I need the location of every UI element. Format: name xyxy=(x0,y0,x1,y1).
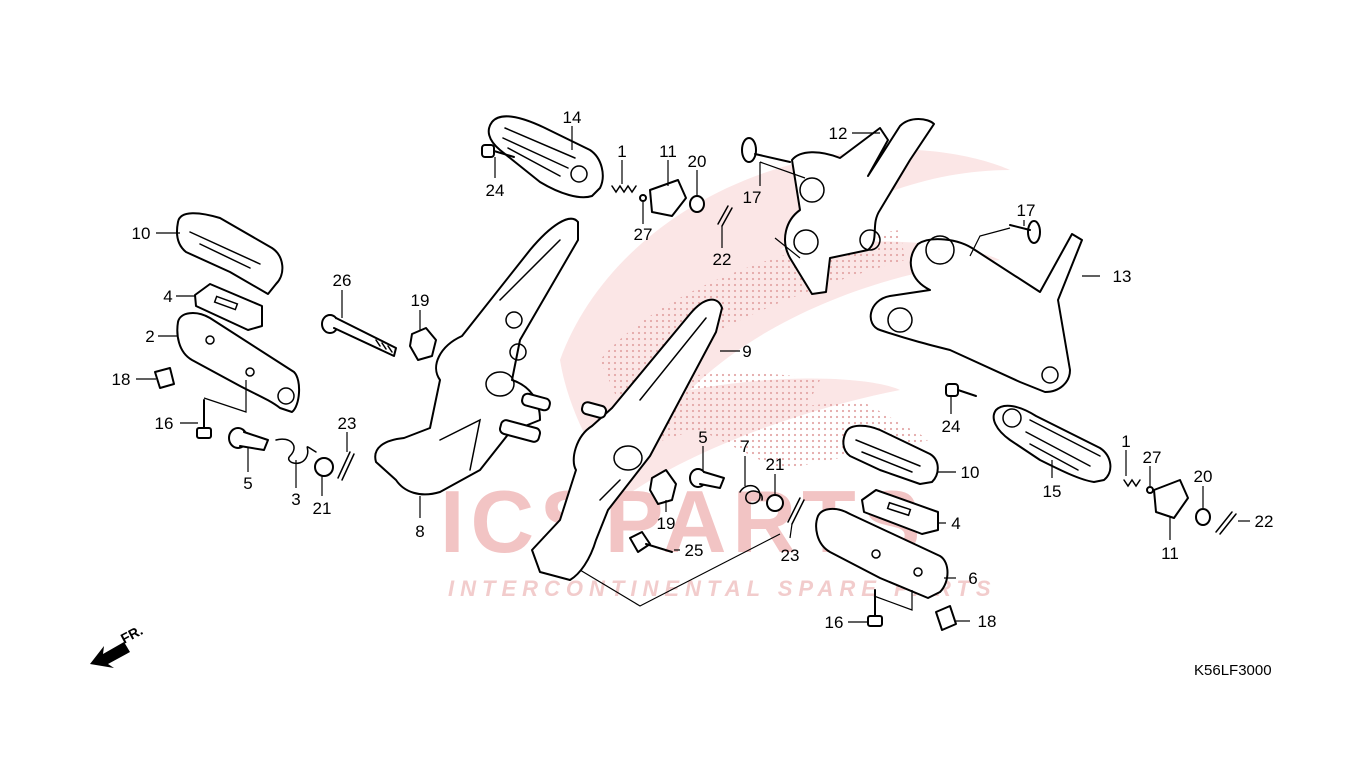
part-4-plate-right[interactable] xyxy=(861,489,939,535)
part-24-pin-upper[interactable] xyxy=(481,144,515,158)
callout-21-right[interactable]: 21 xyxy=(766,455,785,474)
callout-25[interactable]: 25 xyxy=(685,541,704,560)
callout-11-lower[interactable]: 11 xyxy=(1161,544,1179,563)
callout-17-upper[interactable]: 17 xyxy=(743,188,762,207)
part-23-cotter-pin-right[interactable] xyxy=(787,497,805,525)
part-1-spring-upper[interactable] xyxy=(611,184,637,194)
part-22-cotter-pin-lower[interactable] xyxy=(1215,511,1237,535)
callout-5-left[interactable]: 5 xyxy=(243,474,252,493)
callout-18-right[interactable]: 18 xyxy=(978,612,997,631)
callout-6[interactable]: 6 xyxy=(968,569,977,588)
diagram-reference-code: K56LF3000 xyxy=(1194,662,1272,679)
part-26-long-bolt[interactable] xyxy=(321,314,397,357)
front-direction-indicator: FR. xyxy=(90,622,145,668)
callout-22-upper[interactable]: 22 xyxy=(713,250,732,269)
part-2-footpeg-left[interactable] xyxy=(176,312,300,413)
callout-19-lower[interactable]: 19 xyxy=(657,514,676,533)
part-4-plate-upper[interactable] xyxy=(194,283,263,331)
callout-4-upper[interactable]: 4 xyxy=(163,287,172,306)
callout-15[interactable]: 15 xyxy=(1043,482,1062,501)
part-1-spring-lower[interactable] xyxy=(1123,478,1141,488)
callout-20-lower[interactable]: 20 xyxy=(1194,467,1213,486)
part-16-bolt-right[interactable] xyxy=(867,589,883,627)
part-19-nut-lower[interactable] xyxy=(649,469,677,505)
callout-8[interactable]: 8 xyxy=(415,522,424,541)
callout-12[interactable]: 12 xyxy=(829,124,848,143)
leader-lines xyxy=(136,126,1250,623)
callout-22-lower[interactable]: 22 xyxy=(1255,512,1274,531)
callout-10-upper[interactable]: 10 xyxy=(132,224,151,243)
part-10-rubber-right[interactable] xyxy=(842,424,939,485)
part-12-bracket-upper[interactable] xyxy=(784,118,935,295)
part-20-washer-upper[interactable] xyxy=(689,195,705,213)
callout-21-left[interactable]: 21 xyxy=(313,499,332,518)
part-21-washer-right[interactable] xyxy=(766,494,784,512)
callout-17-right[interactable]: 17 xyxy=(1017,201,1036,220)
callout-13[interactable]: 13 xyxy=(1113,267,1132,286)
callout-20-upper[interactable]: 20 xyxy=(688,152,707,171)
front-arrow-icon xyxy=(90,642,130,668)
callout-24-upper[interactable]: 24 xyxy=(486,181,505,200)
callout-labels: 14 1 11 20 24 27 22 12 17 10 4 2 18 16 2… xyxy=(112,108,1274,632)
part-27-ball-lower[interactable] xyxy=(1146,486,1154,494)
callout-1-upper[interactable]: 1 xyxy=(617,142,626,161)
callout-2[interactable]: 2 xyxy=(145,327,154,346)
part-18-fitting-right[interactable] xyxy=(935,605,957,631)
callout-27-upper[interactable]: 27 xyxy=(634,225,653,244)
callout-3[interactable]: 3 xyxy=(291,490,300,509)
part-10-rubber-upper[interactable] xyxy=(176,212,284,295)
front-direction-label: FR. xyxy=(118,622,145,647)
part-7-spring-right[interactable] xyxy=(739,484,763,505)
part-14-footpeg-upper[interactable] xyxy=(487,115,604,199)
callout-23-left[interactable]: 23 xyxy=(338,414,357,433)
callout-1-lower[interactable]: 1 xyxy=(1121,432,1130,451)
part-21-washer-left[interactable] xyxy=(314,457,334,477)
part-5-pin-left[interactable] xyxy=(228,427,269,451)
callout-14[interactable]: 14 xyxy=(563,108,582,127)
callout-4-right[interactable]: 4 xyxy=(951,514,960,533)
callout-18-left[interactable]: 18 xyxy=(112,370,131,389)
callout-5-right[interactable]: 5 xyxy=(698,428,707,447)
part-17-bolt-upper[interactable] xyxy=(741,137,791,163)
part-3-spring-left[interactable] xyxy=(275,438,317,465)
part-16-bolt-left[interactable] xyxy=(196,399,212,439)
part-9-right-bracket[interactable] xyxy=(531,298,723,581)
part-11-plate-upper[interactable] xyxy=(649,179,687,217)
callout-16-right[interactable]: 16 xyxy=(825,613,844,632)
callout-10-right[interactable]: 10 xyxy=(961,463,980,482)
callout-7[interactable]: 7 xyxy=(740,437,749,456)
callout-16-left[interactable]: 16 xyxy=(155,414,174,433)
callout-24-lower[interactable]: 24 xyxy=(942,417,961,436)
part-15-footpeg-lower[interactable] xyxy=(992,404,1112,483)
callout-9[interactable]: 9 xyxy=(742,342,751,361)
part-22-cotter-pin-upper[interactable] xyxy=(717,205,733,227)
part-13-passenger-bracket[interactable] xyxy=(869,233,1083,393)
part-11-plate-lower[interactable] xyxy=(1153,479,1189,519)
part-5-pin-right[interactable] xyxy=(689,468,725,489)
callout-27-lower[interactable]: 27 xyxy=(1143,448,1162,467)
part-18-fitting-left[interactable] xyxy=(154,367,175,389)
part-8-left-bracket[interactable] xyxy=(374,217,579,496)
callout-19-upper[interactable]: 19 xyxy=(411,291,430,310)
part-25-bolt[interactable] xyxy=(629,531,673,553)
part-23-cotter-pin-left[interactable] xyxy=(337,451,355,481)
callout-26[interactable]: 26 xyxy=(333,271,352,290)
callout-23-right[interactable]: 23 xyxy=(781,546,800,565)
callout-11-upper[interactable]: 11 xyxy=(659,142,677,161)
part-17-bolt-right[interactable] xyxy=(1009,220,1041,244)
part-20-washer-lower[interactable] xyxy=(1195,508,1211,526)
part-27-ball-upper[interactable] xyxy=(639,194,647,202)
part-19-nut-upper[interactable] xyxy=(409,327,437,361)
part-24-pin-lower[interactable] xyxy=(945,383,977,397)
